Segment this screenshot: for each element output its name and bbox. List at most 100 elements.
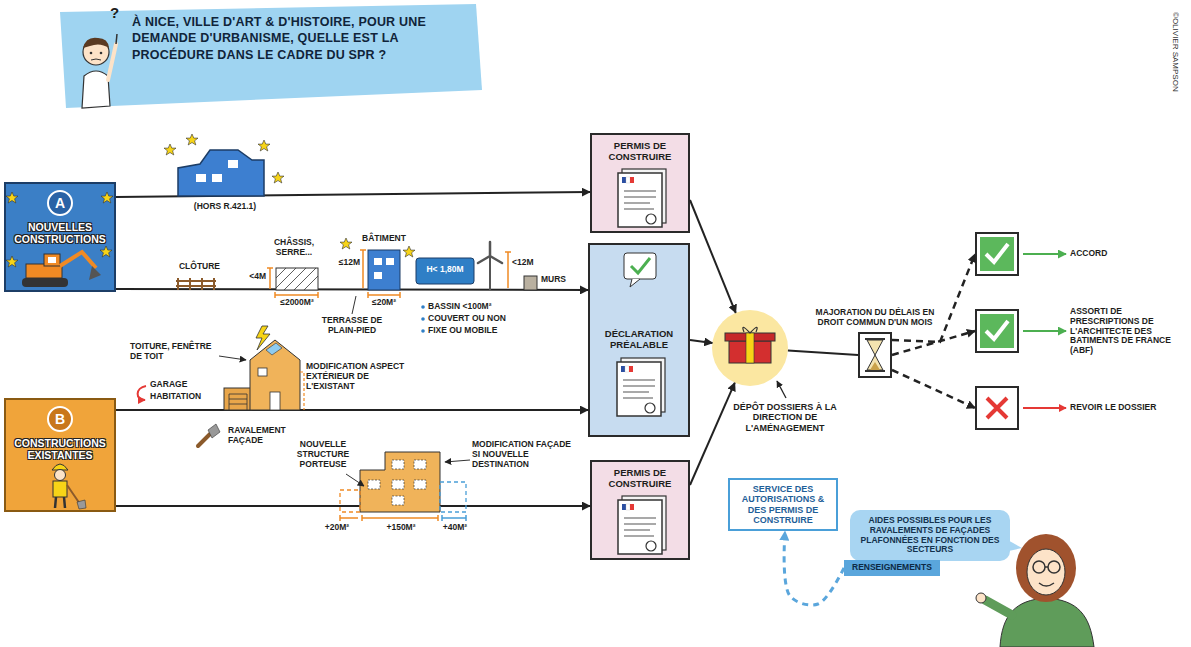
excavator-icon	[22, 278, 68, 287]
label-holder: H< 1,80M	[418, 265, 472, 275]
flow-arrow	[892, 370, 975, 408]
node-label: REVOIR LE DOSSIER	[1070, 403, 1182, 413]
house-icon	[224, 388, 252, 410]
fence-icon	[176, 278, 216, 290]
permit-box: PERMIS DE CONSTRUIRE	[590, 460, 690, 560]
label-holder: +20M²	[318, 523, 356, 533]
title-person	[116, 34, 117, 44]
worker-icon	[67, 485, 80, 504]
annotation-label: CHÂSSIS, SERRE...	[262, 238, 326, 258]
label-holder: <4M	[240, 272, 266, 282]
document-icon	[618, 169, 666, 227]
star-decoration	[6, 256, 18, 267]
extension-building-icon	[340, 452, 466, 512]
star-decoration	[340, 238, 352, 249]
new-building-icon	[196, 174, 206, 182]
annotation-label: TOITURE, FENÊTRE DE TOIT	[130, 342, 218, 362]
submission-circle: DÉPÔT DOSSIERS À LA DIRECTION DE L'AMÉNA…	[712, 310, 788, 386]
annotation-label: HABITATION	[150, 392, 216, 402]
approval-bubble-icon	[631, 258, 650, 273]
approval-bubble-icon	[624, 253, 656, 279]
label-holder: NOUVELLE STRUCTURE PORTEUSE	[290, 440, 356, 469]
outcome-box: ACCORD	[975, 232, 1019, 276]
node-label: PERMIS DE CONSTRUIRE	[596, 141, 684, 163]
check-mark	[980, 237, 1014, 271]
brush-icon	[208, 424, 220, 438]
extension-building-icon	[392, 480, 404, 489]
label-holder: MODIFICATION FAÇADE SI NOUVELLE DESTINAT…	[472, 440, 572, 469]
new-building-icon	[212, 174, 222, 182]
worker-icon	[55, 497, 65, 508]
label-holder: BASSIN <100M²	[428, 302, 518, 312]
advisor-figure	[1048, 561, 1060, 573]
delay-box: MAJORATION DU DÉLAIS EN DROIT COMMUN D'U…	[858, 332, 892, 378]
flow-arrow	[690, 383, 735, 485]
dimension-mark	[442, 515, 466, 521]
greenhouse-icon	[276, 268, 318, 290]
dimension-mark	[505, 252, 511, 288]
leader-line	[445, 460, 470, 462]
label-holder: BÂTIMENT	[356, 234, 412, 244]
extension-building-icon	[368, 480, 380, 489]
small-building-icon	[386, 258, 394, 265]
advisor-figure	[976, 534, 1094, 647]
advisor-figure	[1016, 534, 1076, 602]
info-arrow	[784, 531, 844, 605]
annotation-label: MURS	[541, 275, 581, 285]
category-title: CONSTRUCTIONS EXISTANTES	[9, 437, 111, 461]
brush-icon	[198, 434, 210, 446]
greenhouse-icon	[276, 268, 318, 290]
check-mark	[986, 321, 1008, 339]
house-icon	[229, 394, 247, 410]
star-decoration	[272, 172, 284, 183]
label-holder: TOITURE, FENÊTRE DE TOIT	[130, 342, 218, 362]
document-icon	[618, 496, 666, 554]
cross-mark	[980, 391, 1014, 425]
wind-turbine-icon	[478, 242, 502, 263]
small-building-icon	[368, 250, 400, 290]
dimension-mark	[267, 268, 318, 298]
house-icon	[266, 343, 282, 355]
annotation-label: COUVERT OU NON	[428, 314, 518, 324]
worker-icon	[77, 500, 86, 509]
flow-arrow	[116, 192, 590, 197]
approval-bubble-icon	[630, 279, 640, 287]
flow-arrow	[690, 340, 712, 343]
advisor-figure	[1000, 598, 1094, 647]
star-decoration	[6, 192, 18, 203]
leader-line	[346, 474, 364, 486]
connector-group	[116, 192, 975, 605]
flow-arrow	[116, 289, 588, 290]
lightning-icon	[256, 326, 270, 350]
title-holder: À NICE, VILLE D'ART & D'HISTOIRE, POUR U…	[132, 14, 470, 63]
wind-turbine-icon	[478, 242, 502, 290]
extension-building-icon	[340, 490, 360, 512]
label-holder: ©OLIVIER SAMPSON	[1171, 12, 1180, 92]
annotation-label: ≤2000M²	[268, 298, 326, 308]
node-label: RENSEIGNEMENTS	[852, 563, 932, 573]
bubble-tail	[1004, 538, 1022, 552]
title-person	[83, 38, 109, 48]
label-holder: <12M	[512, 258, 542, 268]
hourglass-icon	[865, 339, 885, 371]
extension-building-icon	[440, 482, 466, 512]
annotation-label: FIXE OU MOBILE	[428, 326, 518, 336]
annotation-label: +150M²	[379, 523, 423, 533]
title-person	[83, 39, 109, 65]
outcome-box: ASSORTI DE PRESCRIPTIONS DE L'ARCHITECTE…	[975, 309, 1019, 353]
annotation-label: ≤12M	[328, 258, 360, 268]
flow-arrow	[116, 409, 588, 411]
cross-mark	[987, 398, 1007, 418]
annotation-label: NOUVELLE STRUCTURE PORTEUSE	[290, 440, 356, 469]
dimension-mark	[267, 250, 511, 521]
check-mark	[980, 314, 1014, 348]
extension-building-icon	[414, 460, 426, 469]
annotation-label: <4M	[240, 272, 266, 282]
title-person	[82, 71, 110, 108]
house-icon	[270, 392, 280, 410]
label-holder: GARAGE	[150, 380, 210, 390]
flow-arrow	[116, 505, 590, 507]
hourglass-icon	[867, 340, 883, 370]
